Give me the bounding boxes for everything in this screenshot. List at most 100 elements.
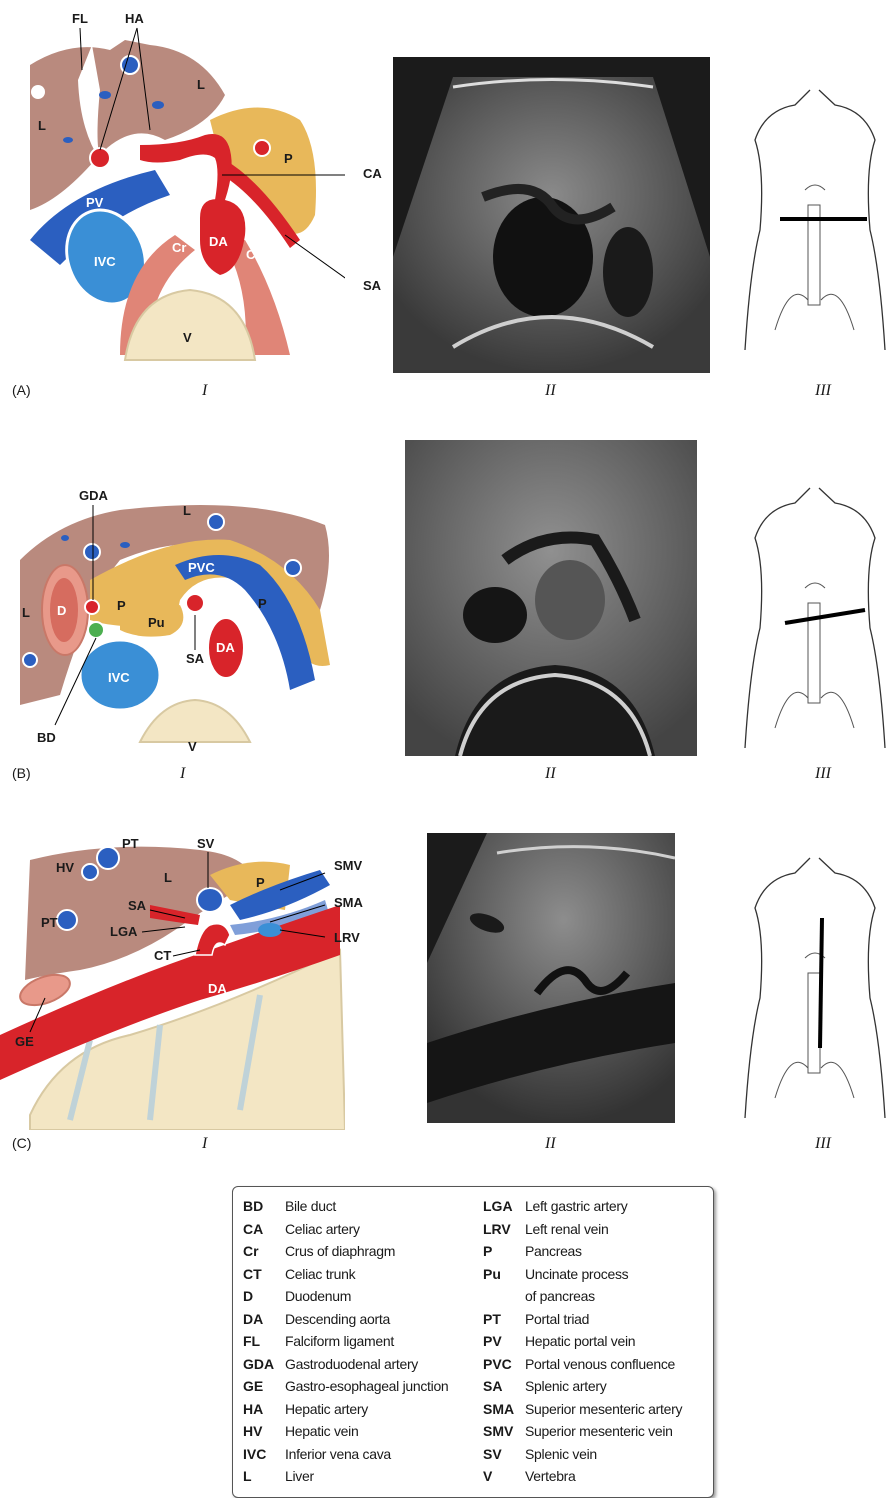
legend-term: Duodenum <box>285 1285 351 1308</box>
legend-row: DADescending aorta <box>243 1308 478 1331</box>
label-pu: Pu <box>148 615 165 630</box>
legend-abbr: DA <box>243 1308 285 1331</box>
legend-abbr: L <box>243 1465 285 1488</box>
label-ge: GE <box>15 1034 34 1049</box>
legend-abbr: CA <box>243 1218 285 1241</box>
legend-row: LGALeft gastric artery <box>483 1195 708 1218</box>
label-da: DA <box>208 981 227 996</box>
label-sa: SA <box>128 898 147 913</box>
ultrasound-a <box>393 57 710 373</box>
roman-b-2: II <box>545 765 556 783</box>
diagram-c: PT SV HV L P SA PT LGA CT DA GE <box>0 830 345 1130</box>
diagram-a: FL HA L L P PV IVC Cr DA Cr V <box>0 0 345 370</box>
legend-abbr: SMV <box>483 1420 525 1443</box>
label-pt1: PT <box>122 836 139 851</box>
legend-term: Left renal vein <box>525 1218 608 1241</box>
roman-a-2: II <box>545 382 556 400</box>
diagram-b: GDA L L D P PVC P Pu SA DA IVC SV BD V <box>0 480 345 755</box>
legend-abbr: HV <box>243 1420 285 1443</box>
body-outline-a <box>735 80 894 365</box>
legend-term: Gastroduodenal artery <box>285 1353 418 1376</box>
legend-term: Splenic vein <box>525 1443 597 1466</box>
legend-term: Hepatic portal vein <box>525 1330 635 1353</box>
lrv-shape <box>258 923 282 937</box>
legend-term: of pancreas <box>525 1285 595 1308</box>
legend-abbr: SV <box>483 1443 525 1466</box>
legend-abbr: SMA <box>483 1398 525 1421</box>
legend-abbr: BD <box>243 1195 285 1218</box>
label-v: V <box>183 330 192 345</box>
legend-row: of pancreas <box>483 1285 708 1308</box>
label-l: L <box>164 870 172 885</box>
legend-row: GDAGastroduodenal artery <box>243 1353 478 1376</box>
body-outline-b <box>735 478 894 763</box>
legend-abbr: HA <box>243 1398 285 1421</box>
legend-term: Crus of diaphragm <box>285 1240 395 1263</box>
legend-term: Superior mesenteric artery <box>525 1398 682 1421</box>
panel-label-c: (C) <box>12 1135 31 1151</box>
label-sv: SV <box>268 666 286 681</box>
legend-term: Left gastric artery <box>525 1195 627 1218</box>
label-v: V <box>188 739 197 754</box>
label-p: P <box>284 151 293 166</box>
body-outline-c <box>735 848 894 1133</box>
label-smv: SMV <box>334 858 362 873</box>
legend-term: Uncinate process <box>525 1263 628 1286</box>
legend-term: Hepatic artery <box>285 1398 368 1421</box>
roman-c-3: III <box>815 1135 831 1153</box>
roman-a-1: I <box>202 382 207 400</box>
legend-term: Falciform ligament <box>285 1330 394 1353</box>
legend-term: Bile duct <box>285 1195 336 1218</box>
roman-c-2: II <box>545 1135 556 1153</box>
label-sv: SV <box>197 836 215 851</box>
legend-abbr: CT <box>243 1263 285 1286</box>
legend-term: Gastro-esophageal junction <box>285 1375 448 1398</box>
legend-term: Inferior vena cava <box>285 1443 391 1466</box>
legend-abbr <box>483 1285 525 1308</box>
legend-abbr: PT <box>483 1308 525 1331</box>
splenic-artery-shape <box>186 594 204 612</box>
label-p1: P <box>117 598 126 613</box>
label-ivc: IVC <box>108 670 130 685</box>
label-lrv: LRV <box>334 930 360 945</box>
label-gda: GDA <box>79 488 109 503</box>
legend-column-right: LGALeft gastric arteryLRVLeft renal vein… <box>483 1195 708 1488</box>
legend-abbr: FL <box>243 1330 285 1353</box>
label-l1: L <box>38 118 46 133</box>
label-d: D <box>57 603 66 618</box>
panel-label-a: (A) <box>12 382 31 398</box>
roman-b-3: III <box>815 765 831 783</box>
label-sma: SMA <box>334 895 363 910</box>
legend-abbr: LRV <box>483 1218 525 1241</box>
roman-a-3: III <box>815 382 831 400</box>
legend-term: Hepatic vein <box>285 1420 358 1443</box>
label-hv: HV <box>56 860 74 875</box>
legend-row: GEGastro-esophageal junction <box>243 1375 478 1398</box>
label-sa: SA <box>363 278 381 293</box>
legend-abbr: P <box>483 1240 525 1263</box>
label-p2: P <box>258 596 267 611</box>
label-ha: HA <box>125 11 144 26</box>
bile-duct-shape <box>88 622 104 638</box>
legend-term: Celiac trunk <box>285 1263 355 1286</box>
legend-term: Vertebra <box>525 1465 576 1488</box>
label-l2: L <box>22 605 30 620</box>
legend-term: Celiac artery <box>285 1218 360 1241</box>
legend-term: Superior mesenteric vein <box>525 1420 673 1443</box>
legend-abbr: Cr <box>243 1240 285 1263</box>
label-p: P <box>256 875 265 890</box>
legend-abbr: GDA <box>243 1353 285 1376</box>
label-pvc: PVC <box>188 560 215 575</box>
label-ca: CA <box>363 166 382 181</box>
label-bd: BD <box>37 730 56 745</box>
